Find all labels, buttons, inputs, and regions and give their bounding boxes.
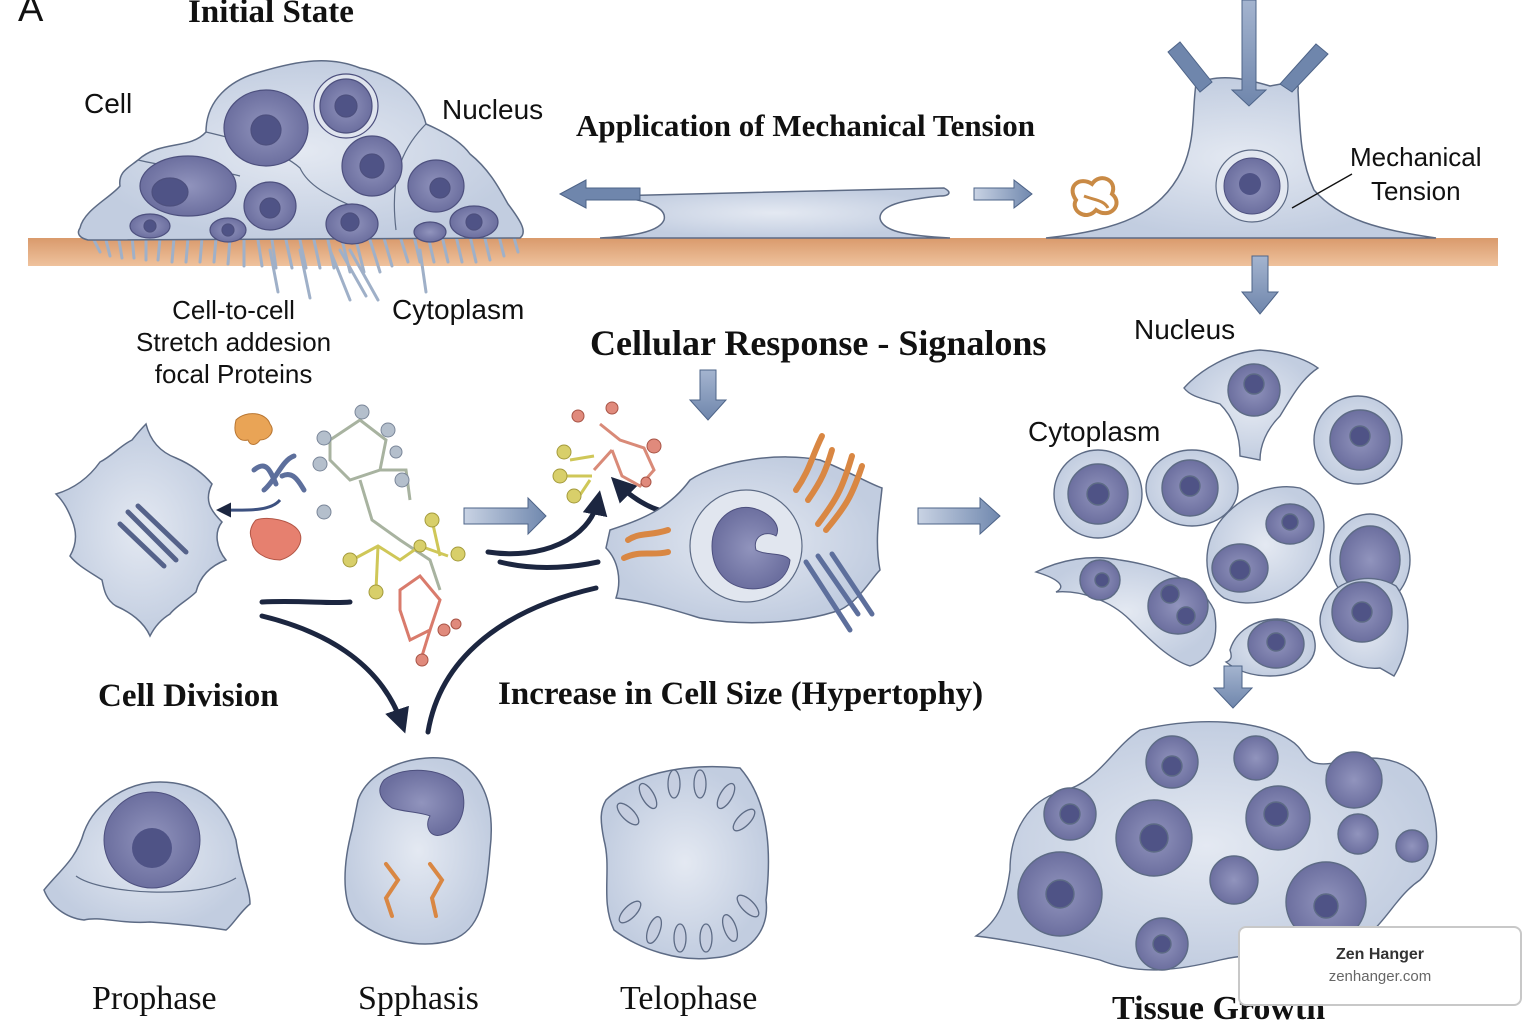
substrate-bar [28, 238, 1498, 266]
title-initial-state: Initial State [188, 0, 354, 30]
arrow-to-dividing-cell [216, 498, 282, 518]
label-cytoplasm-response: Cytoplasm [1028, 416, 1161, 447]
tension-pointer-line [1291, 173, 1353, 209]
feedback-arrows [259, 476, 671, 735]
title-cell-division: Cell Division [98, 678, 279, 714]
label-nucleus-initial: Nucleus [442, 94, 544, 125]
arrow-right-to-response [463, 496, 547, 536]
nuclei [129, 73, 499, 245]
arrow-down-to-tissue-growth [1212, 665, 1254, 709]
arrow-left-tension [558, 179, 641, 209]
panel-letter: A [18, 0, 44, 30]
telophase-cell [600, 765, 770, 960]
label-phase-prophase: Prophase [92, 980, 217, 1017]
label-cytoplasm-initial: Cytoplasm [392, 294, 525, 325]
arrow-down-signalons [688, 369, 728, 421]
proliferating-cells [1034, 349, 1411, 677]
prophase-cell [43, 781, 251, 931]
stretched-cell [599, 187, 951, 239]
arrow-right-to-tissue [917, 496, 1001, 536]
hypertrophy-cell [605, 433, 883, 633]
dividing-cell [54, 422, 228, 638]
arrow-diagonal-left-force [1167, 41, 1213, 93]
chromosomes [616, 769, 760, 953]
label-adhesion-proteins: Cell-to-cell Stretch addesion focal Prot… [136, 295, 332, 389]
spphasis-cell [344, 757, 492, 945]
watermark-url[interactable]: zenhanger.com [1328, 968, 1432, 985]
label-mechanical-tension: Mechanical Tension [1350, 142, 1482, 206]
label-phase-spphasis: Spphasis [358, 980, 479, 1017]
arrow-diagonal-right-force [1279, 43, 1329, 93]
signaling-molecule-right [552, 401, 662, 504]
watermark-badge[interactable]: Zen Hanger zenhanger.com [1238, 926, 1522, 1006]
signaling-molecules-left [234, 404, 466, 667]
tension-cell [1045, 77, 1437, 239]
adhesion-filaments [88, 228, 520, 302]
title-mechanical-tension: Application of Mechanical Tension [576, 108, 1036, 143]
title-cellular-response: Cellular Response - Signalons [590, 323, 1047, 363]
arrow-down-to-response [1240, 255, 1280, 315]
title-hypertrophy: Increase in Cell Size (Hypertophy) [498, 676, 984, 712]
arrow-down-force [1230, 0, 1268, 107]
protein-knot-icon [1070, 176, 1119, 217]
label-cell: Cell [84, 88, 133, 119]
initial-cell-cluster [77, 60, 524, 302]
watermark-title: Zen Hanger [1335, 946, 1424, 963]
tissue-growth-cluster [974, 721, 1438, 971]
label-nucleus-response: Nucleus [1134, 314, 1236, 345]
arrow-right-tension [973, 178, 1033, 210]
label-phase-telophase: Telophase [620, 980, 758, 1017]
